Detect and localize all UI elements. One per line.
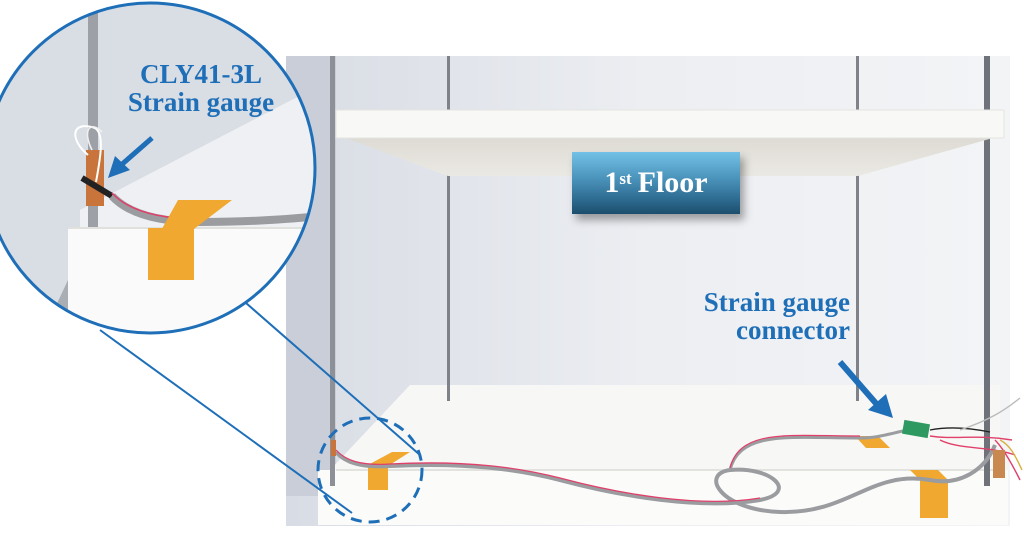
floor-slab-edge bbox=[335, 109, 1005, 139]
strain-gauge bbox=[331, 440, 336, 456]
tape bbox=[368, 465, 388, 490]
gauge-cable bbox=[334, 444, 997, 515]
floor-ordinal-suffix: st bbox=[619, 169, 632, 188]
tape bbox=[920, 480, 948, 518]
gauge-model-label: CLY41-3L bbox=[139, 59, 263, 89]
strain-gauge-connector bbox=[901, 419, 931, 439]
magnifier-line bbox=[99, 329, 353, 514]
floor-number: 1 bbox=[604, 166, 620, 199]
gauge-callout: CLY41-3L Strain gauge bbox=[96, 60, 306, 117]
floor-text: Floor bbox=[637, 166, 708, 199]
gauge-type-label: Strain gauge bbox=[127, 87, 275, 118]
column bbox=[856, 56, 859, 401]
magnified-inset bbox=[0, 3, 315, 333]
connector-label-line2: connector bbox=[736, 315, 850, 346]
magnifier-line bbox=[245, 302, 421, 456]
column bbox=[330, 56, 335, 486]
wiring-board bbox=[929, 397, 1023, 481]
magnifier-circle bbox=[0, 1, 317, 335]
column bbox=[447, 56, 450, 401]
gauge-arrow-icon bbox=[108, 136, 154, 178]
connector-callout: Strain gauge connector bbox=[640, 288, 850, 345]
ground-slab-top bbox=[330, 385, 1000, 470]
connector-arrow-icon bbox=[837, 360, 893, 418]
highlight-circle bbox=[316, 416, 424, 524]
connector-cable bbox=[728, 428, 909, 471]
column bbox=[984, 56, 990, 486]
tape bbox=[368, 452, 410, 466]
connector-label-line1: Strain gauge bbox=[703, 287, 850, 317]
